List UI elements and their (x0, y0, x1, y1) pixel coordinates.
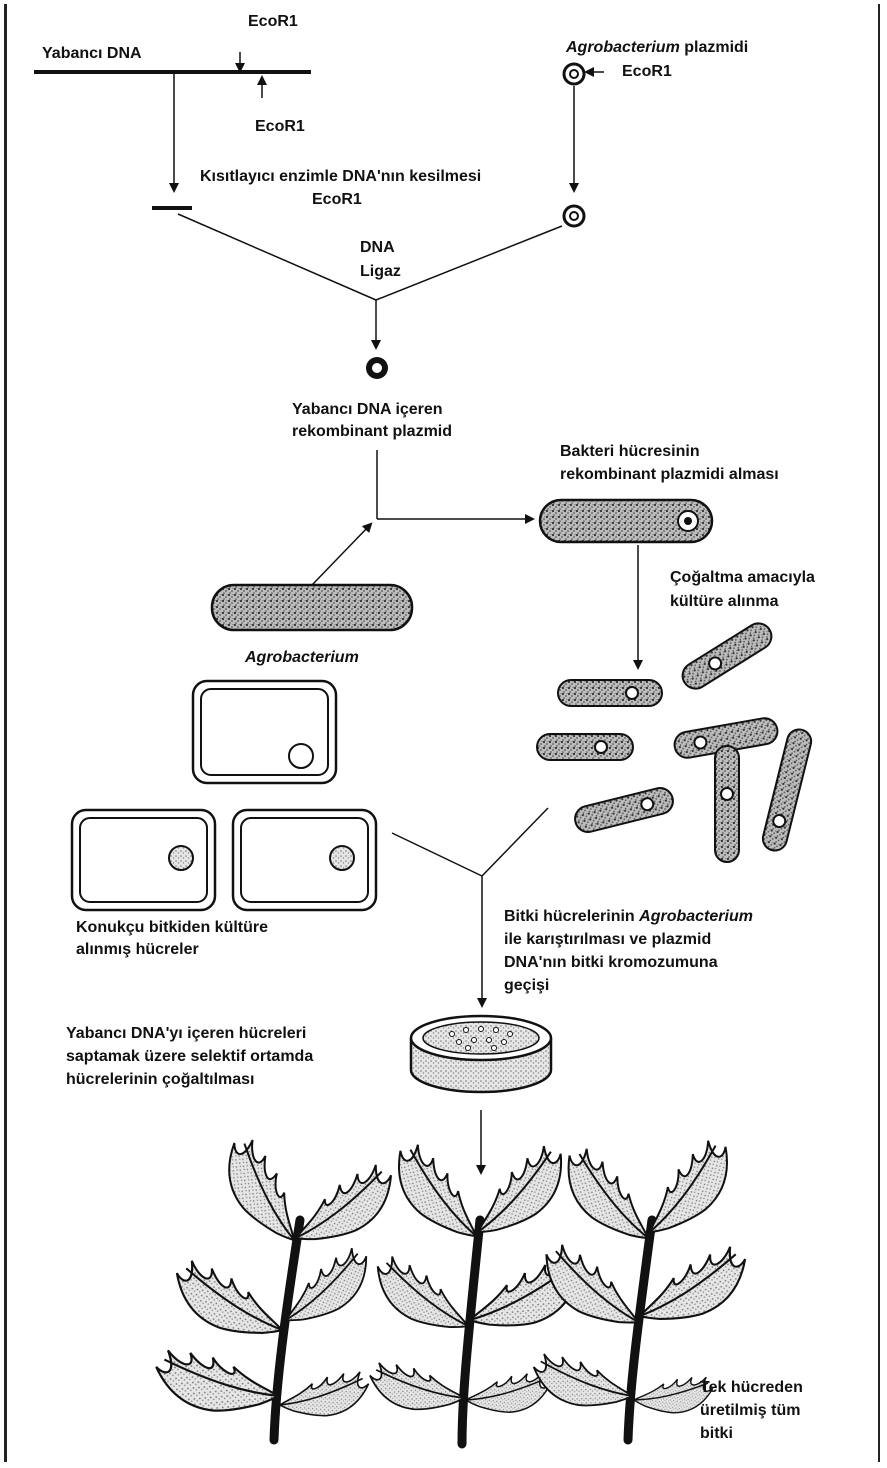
host-plant-cells (72, 681, 376, 910)
selective-label-line2: saptamak üzere selektif ortamda (66, 1047, 313, 1067)
agrobacterium-plasmid-label: Agrobacterium plazmidi (566, 38, 748, 58)
agrobacterium-plasmid-icon (564, 64, 584, 84)
host-cells-label-line2: alınmış hücreler (76, 940, 199, 960)
dna-ligase-label-line2: Ligaz (360, 262, 401, 282)
agrobacterium-label: Agrobacterium (245, 648, 359, 668)
foreign-dna-label: Yabancı DNA (42, 44, 142, 64)
recombinant-plasmid-icon (366, 357, 388, 379)
cultured-bacteria (537, 618, 814, 862)
ecor1-top-label: EcoR1 (248, 12, 298, 32)
restriction-cut-label: Kısıtlayıcı enzimle DNA'nın kesilmesi (200, 167, 481, 187)
petri-dish (411, 1016, 551, 1092)
plant-left (155, 1132, 403, 1440)
whole-plant-label-line2: üretilmiş tüm (700, 1401, 800, 1421)
recombinant-plasmid-label-line2: rekombinant plazmid (292, 422, 452, 442)
uptake-label-line1: Bakteri hücresinin (560, 442, 700, 462)
dna-ligase-label-line1: DNA (360, 238, 395, 258)
host-cells-label-line1: Konukçu bitkiden kültüre (76, 918, 268, 938)
mixing-label-line3: DNA'nın bitki kromozumuna (504, 953, 718, 973)
ecor1-plasmid-label: EcoR1 (622, 62, 672, 82)
whole-plant-label-line3: bitki (700, 1424, 733, 1444)
mixing-label-line4: geçişi (504, 976, 549, 996)
ligation-line-left (178, 214, 376, 300)
recombinant-plasmid-label-line1: Yabancı DNA içeren (292, 400, 443, 420)
culture-label-line1: Çoğaltma amacıyla (670, 568, 815, 588)
mix-line-left (392, 833, 482, 876)
whole-plant-label-line1: Tek hücreden (700, 1378, 803, 1398)
ligation-line-right (376, 226, 562, 300)
ecor1-bottom-label: EcoR1 (255, 117, 305, 137)
culture-label-line2: kültüre alınma (670, 592, 778, 612)
uptake-label-line2: rekombinant plazmidi alması (560, 465, 779, 485)
regenerated-plants (155, 1132, 753, 1444)
plant-middle (367, 1139, 584, 1444)
selective-label-line1: Yabancı DNA'yı içeren hücreleri (66, 1024, 306, 1044)
agrobacterium-cell (212, 585, 412, 630)
cut-plasmid-icon (564, 206, 584, 226)
mixing-label-line2: ile karıştırılması ve plazmid (504, 930, 711, 950)
mixing-label-line1: Bitki hücrelerinin Agrobacterium (504, 907, 753, 927)
arrow-from-agrobacterium (312, 526, 369, 585)
ecor1-mid-label: EcoR1 (312, 190, 362, 210)
mix-line-right (482, 808, 548, 876)
bacterium-with-plasmid (540, 500, 712, 542)
selective-label-line3: hücrelerinin çoğaltılması (66, 1070, 255, 1090)
